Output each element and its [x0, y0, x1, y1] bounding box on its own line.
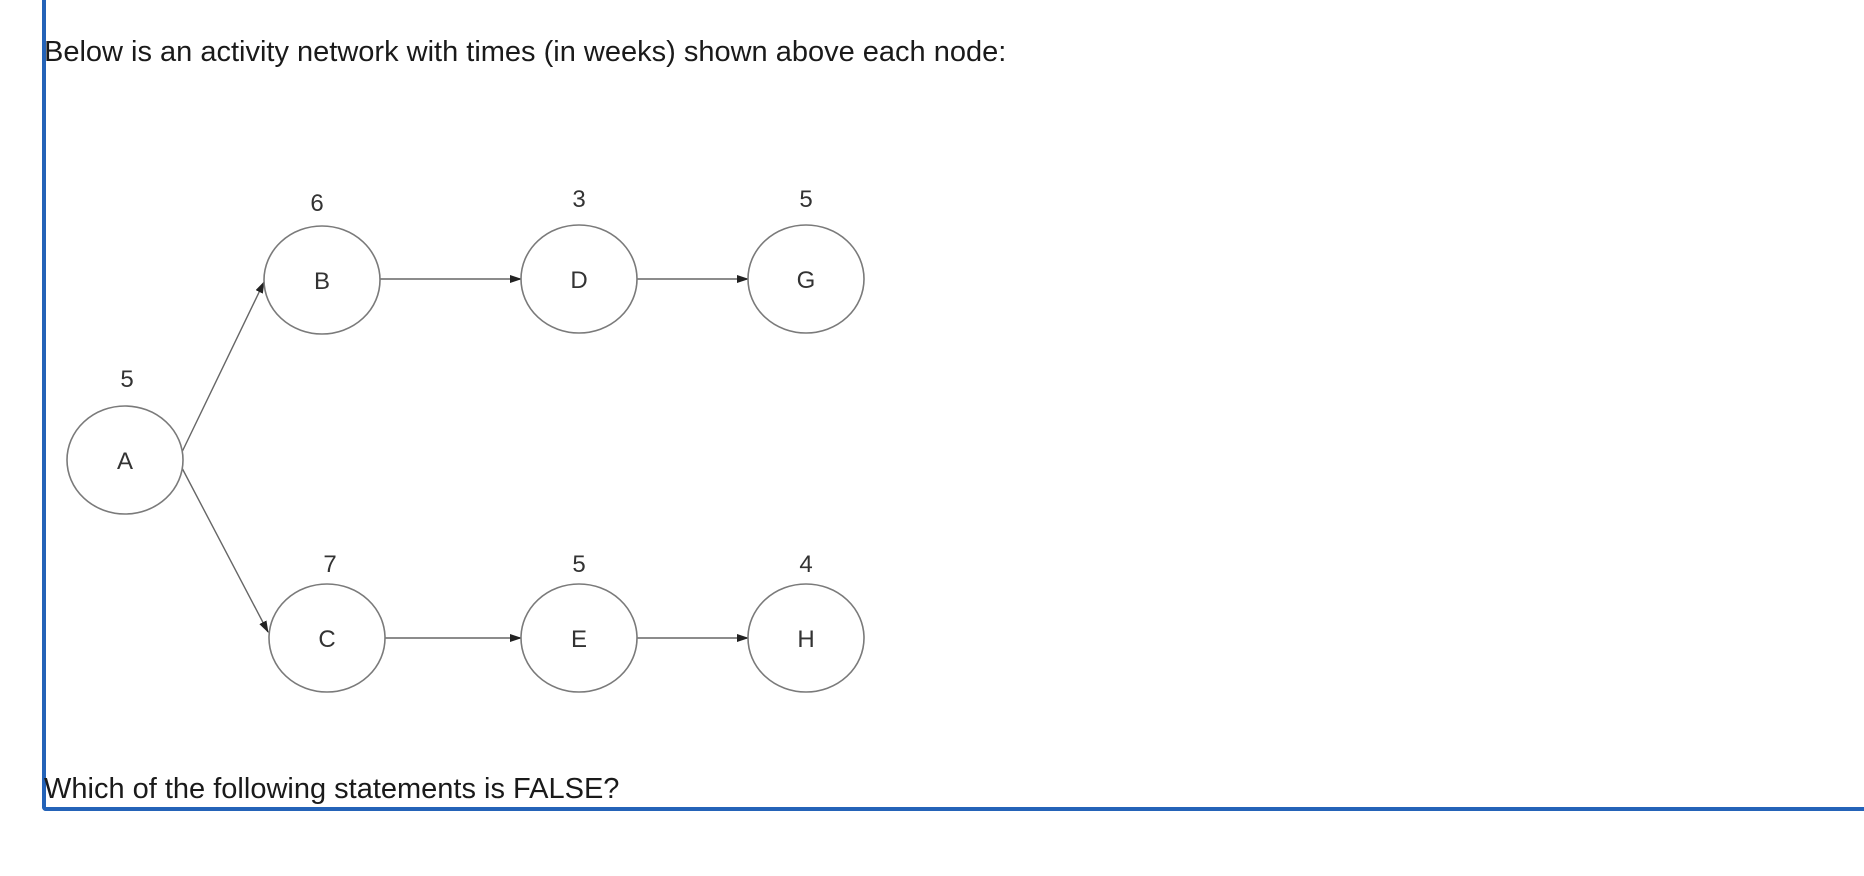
- node-h-time: 4: [799, 551, 812, 578]
- node-g-label: G: [797, 267, 816, 294]
- node-a-label: A: [117, 448, 133, 475]
- activity-network-diagram: A 5 B 6 C 7 D 3 E 5 G 5 H 4: [66, 186, 865, 693]
- node-c-label: C: [318, 626, 335, 653]
- node-e-time: 5: [572, 551, 585, 578]
- node-e-label: E: [571, 626, 587, 653]
- node-d-time: 3: [572, 186, 585, 213]
- node-b-circle: [263, 225, 381, 335]
- node-e-circle: [520, 583, 638, 693]
- node-a-circle: [66, 405, 184, 515]
- node-b: B 6: [263, 190, 381, 335]
- edge-a-b: [181, 281, 265, 453]
- question-text: Which of the following statements is FAL…: [44, 773, 620, 805]
- node-c-circle: [268, 583, 386, 693]
- node-d: D 3: [520, 186, 638, 334]
- node-h: H 4: [747, 551, 865, 693]
- node-g: G 5: [747, 186, 865, 334]
- node-c: C 7: [268, 551, 386, 693]
- node-b-time: 6: [310, 190, 323, 217]
- node-h-label: H: [797, 626, 814, 653]
- node-g-circle: [747, 224, 865, 334]
- question-panel: [42, 0, 1864, 811]
- node-d-label: D: [570, 267, 587, 294]
- node-b-label: B: [314, 268, 330, 295]
- intro-text: Below is an activity network with times …: [44, 36, 1007, 68]
- node-a-time: 5: [120, 366, 133, 393]
- node-c-time: 7: [323, 551, 336, 578]
- edge-a-c: [181, 467, 269, 633]
- node-a: A 5: [66, 366, 184, 515]
- node-h-circle: [747, 583, 865, 693]
- node-g-time: 5: [799, 186, 812, 213]
- node-d-circle: [520, 224, 638, 334]
- node-e: E 5: [520, 551, 638, 693]
